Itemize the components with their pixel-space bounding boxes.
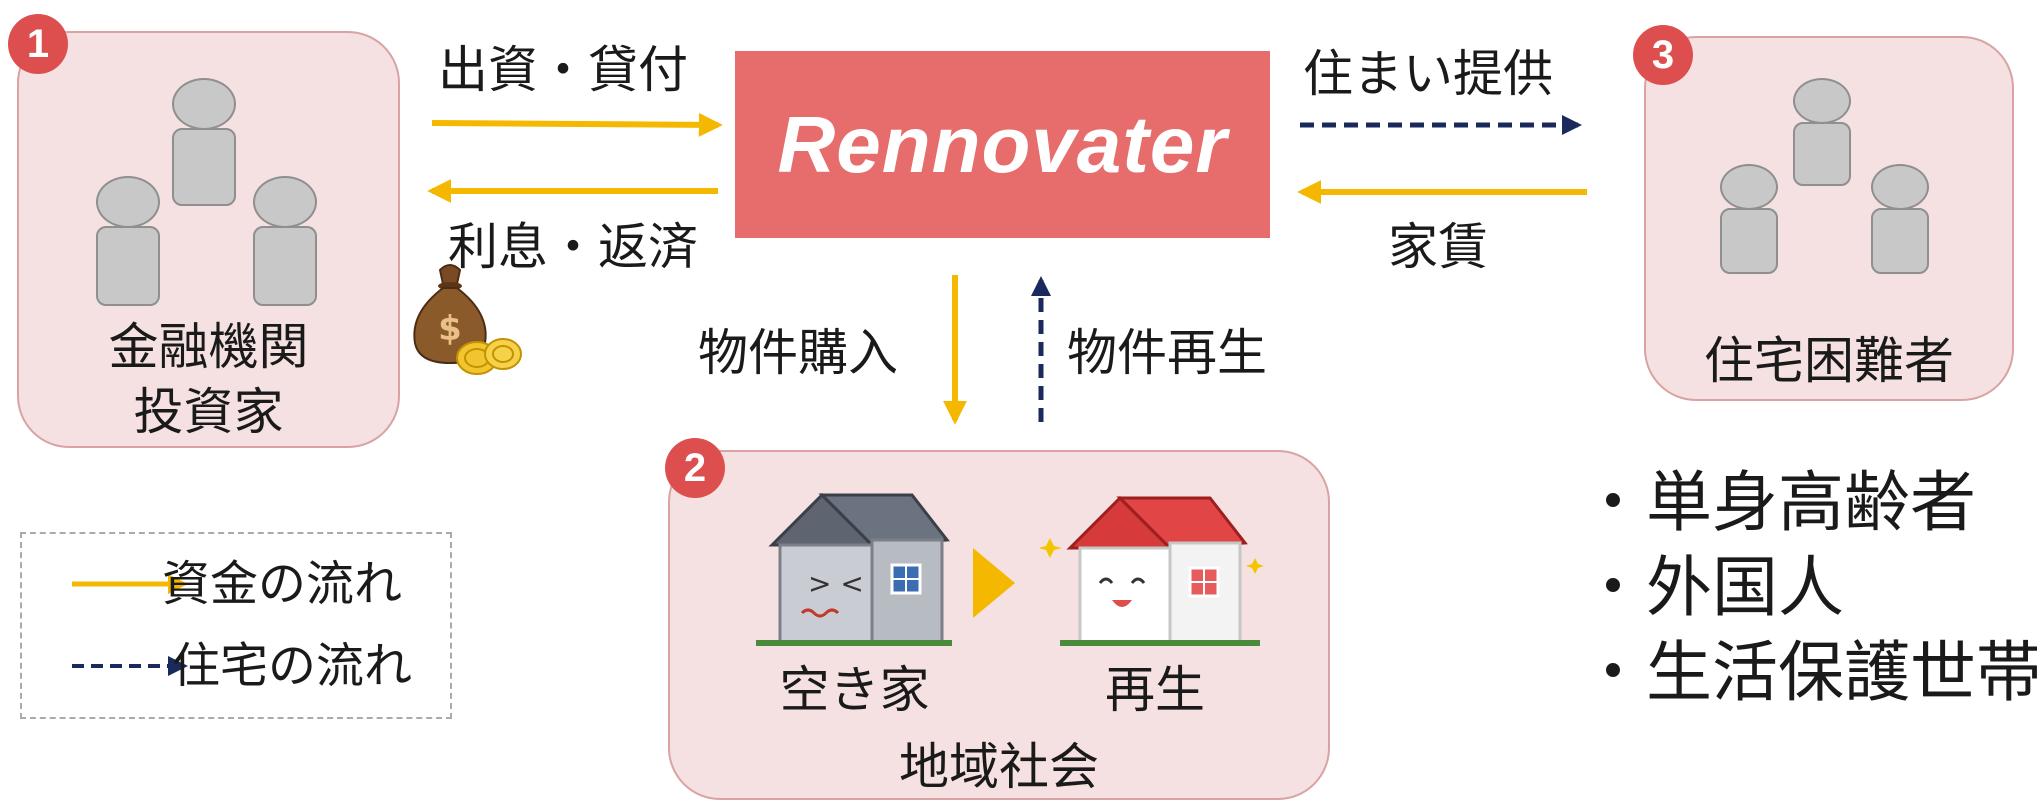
badge-1: 1 [8,14,68,74]
interest-label: 利息・返済 [448,218,698,276]
purchase-label: 物件購入 [698,324,898,382]
person-icon [1793,122,1851,186]
investors-label-2: 投資家 [133,383,284,441]
badge-3: 3 [1633,25,1693,85]
housing-provision-label: 住まい提供 [1303,45,1553,103]
person-icon [1871,208,1929,274]
empty-house-label: 空き家 [779,661,930,719]
person-icon [1720,164,1778,210]
rennovater-logo: Rennovater [735,51,1270,238]
new-house-icon [1040,495,1264,646]
renovation-label: 物件再生 [1067,324,1267,382]
person-icon [253,226,317,306]
target-group-elderly: ・単身高齢者 [1580,464,1976,541]
person-icon [172,128,236,206]
legend-housing-arrow [72,656,188,676]
person-icon [1793,78,1851,124]
rennovater-logo-text: Rennovater [777,99,1228,189]
person-icon [1720,208,1778,274]
tenants-label: 住宅困難者 [1704,332,1954,390]
person-icon [1871,164,1929,210]
investors-label-1: 金融機関 [108,318,309,376]
target-group-welfare: ・生活保護世帯 [1580,634,2037,711]
investment-arrow [431,112,723,137]
renewed-house-label: 再生 [1105,661,1205,719]
svg-text:> <: > < [808,567,864,600]
play-arrow-icon [973,548,1015,618]
community-label: 地域社会 [899,738,1099,796]
badge-2: 2 [665,438,725,498]
legend-box: 資金の流れ 住宅の流れ [20,532,452,719]
old-house-icon: > < [756,492,952,646]
coins-icon [456,338,522,375]
target-group-foreigners: ・外国人 [1580,549,1844,626]
legend-housing-label: 住宅の流れ [172,638,413,694]
rent-label: 家賃 [1388,218,1488,276]
person-icon [96,226,160,306]
investment-label: 出資・貸付 [438,41,688,99]
legend-funds-label: 資金の流れ [162,556,403,612]
svg-text:$: $ [438,309,462,349]
legend-fund-arrow [72,574,188,594]
